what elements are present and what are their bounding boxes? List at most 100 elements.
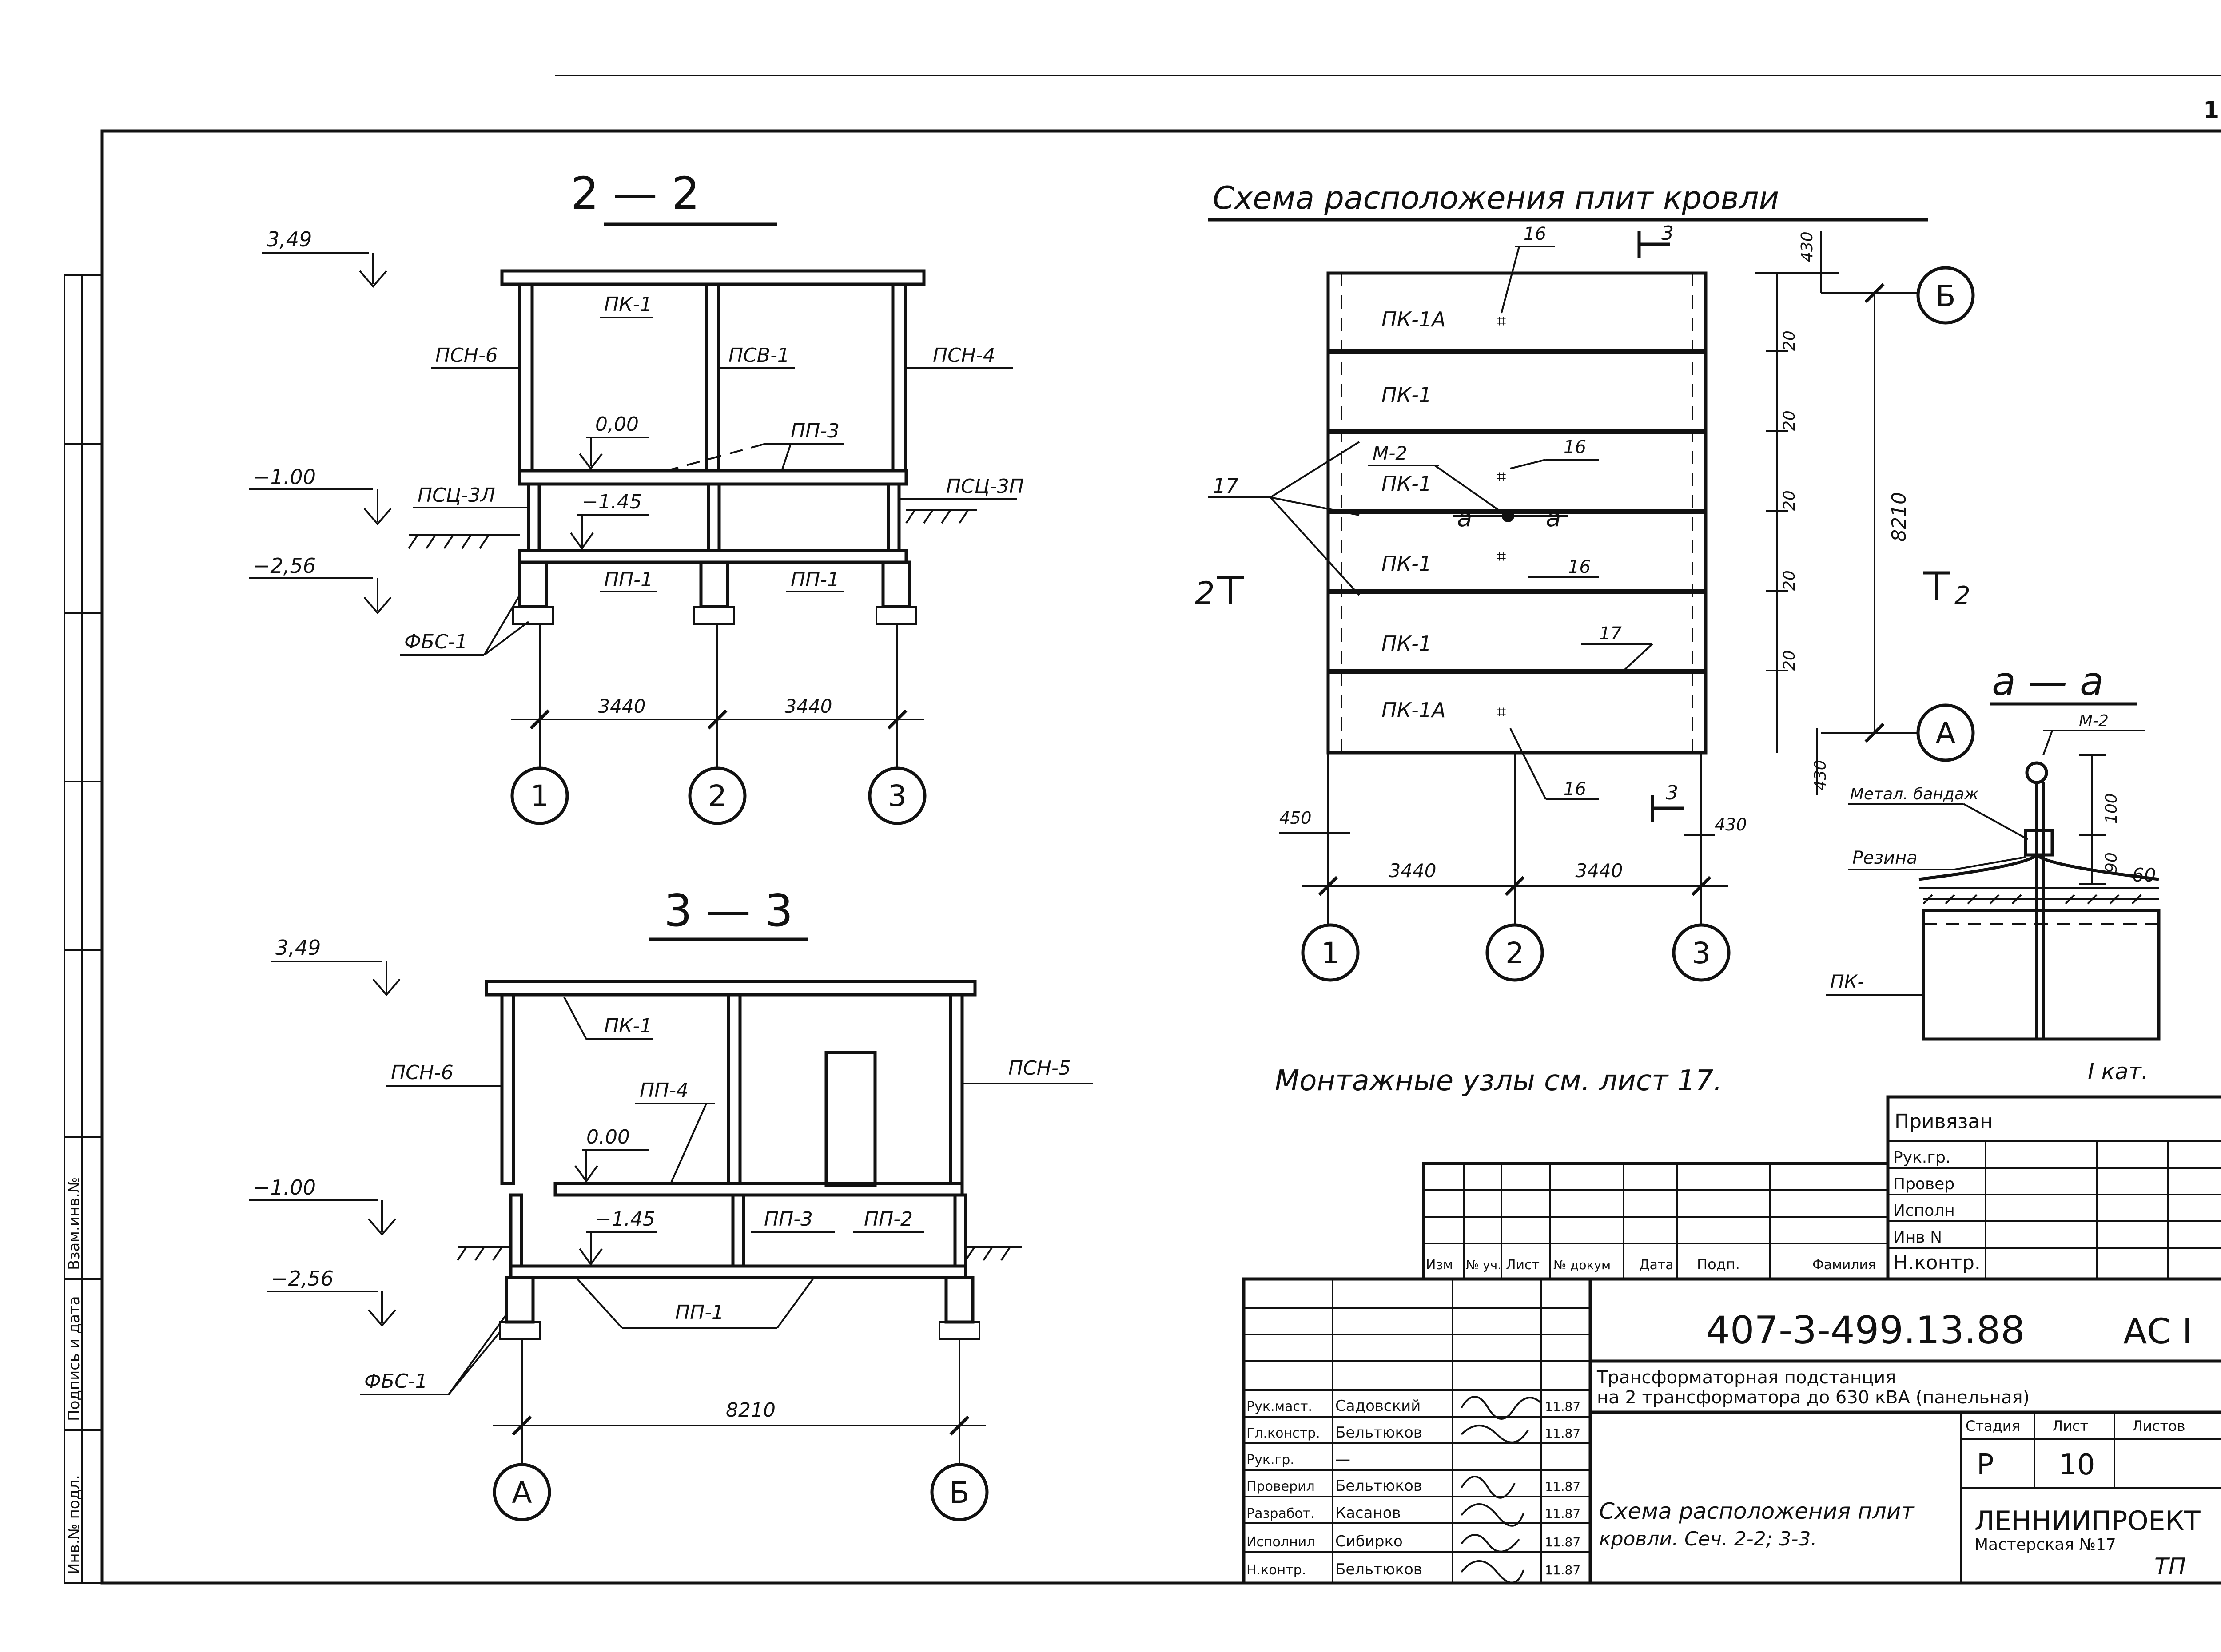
person-role-5: Разработ.: [1246, 1506, 1315, 1521]
label-pp1b-22: ПП-1: [791, 568, 840, 591]
montage-note: Монтажные узлы см. лист 17.: [1275, 1064, 1722, 1097]
detail-category: I кат.: [2088, 1059, 2149, 1084]
stamp-project-line1: Трансформаторная подстанция: [1596, 1367, 1896, 1388]
plan-dim-430-right: 430: [1715, 815, 1747, 834]
plan-m2: М-2: [1373, 442, 1407, 464]
plan-tag-16-bottom: 16: [1564, 779, 1586, 799]
plan-axis-2: 2: [1505, 936, 1524, 970]
signature-icon: [1461, 1503, 1524, 1527]
elev-minus256-33: −2,56: [271, 1267, 334, 1291]
elev-000-22: 0,00: [595, 413, 639, 436]
stamp-org-2: Мастерская №17: [1974, 1536, 2116, 1554]
elev-minus256-22: −2,56: [253, 554, 316, 578]
rev-header-doc: № докум: [1553, 1258, 1611, 1272]
plan-gap-4: 20: [1780, 570, 1799, 591]
axis-b-33: Б: [949, 1476, 969, 1510]
plan-dim-430-bottom: 430: [1811, 760, 1830, 790]
approval-inventory: Инв N: [1893, 1228, 1942, 1247]
elev-000-33: 0.00: [586, 1126, 630, 1148]
person-role-1: Рук.маст.: [1246, 1399, 1312, 1414]
stamp-sheets-header: Листов: [2132, 1418, 2185, 1434]
plan-axis-3: 3: [1692, 936, 1711, 970]
section-2-2: 2 — 2 3,49 −1.00 −2,56: [249, 167, 1024, 825]
rev-header-sign: Подп.: [1697, 1256, 1740, 1273]
label-psv1-22: ПСВ-1: [728, 344, 790, 367]
person-role-2: Гл.констр.: [1246, 1426, 1320, 1441]
plan-gap-5: 20: [1780, 650, 1799, 671]
plan-cut-a-right: а: [1546, 504, 1561, 532]
plan-axis-1: 1: [1321, 936, 1340, 970]
strip-cell-inventory: Инв.№ подл.: [65, 1475, 83, 1574]
detail-dim-100: 100: [2102, 793, 2121, 824]
person-date-4: 11.87: [1545, 1479, 1580, 1494]
axis-2-22: 2: [708, 779, 727, 813]
elev-top-33: 3,49: [275, 936, 321, 960]
person-name-7: Бельтюков: [1335, 1561, 1422, 1578]
loop-icon: ⌗: [1497, 468, 1506, 486]
person-role-6: Исполнил: [1246, 1534, 1315, 1550]
label-pp1-33: ПП-1: [675, 1301, 724, 1324]
label-pk1-22: ПК-1: [604, 293, 652, 316]
axis-a-33: А: [512, 1476, 532, 1510]
detail-a-a: а — а М-2 Метал. бандаж Резина 100 90 60…: [1826, 659, 2161, 1084]
plan-sec-right: 2: [1954, 581, 1970, 610]
stamp-drawing-title-1: Схема расположения плит: [1599, 1498, 1915, 1524]
title-block: Привязан Рук.гр. Провер Исполн Инв N Н.к…: [1242, 1095, 2221, 1585]
plan-tag-17-right: 17: [1599, 623, 1622, 644]
person-name-3: —: [1335, 1450, 1350, 1468]
stamp-project-line2: на 2 трансформатора до 630 кВА (панельна…: [1597, 1387, 2030, 1408]
person-role-4: Проверил: [1246, 1479, 1315, 1494]
person-role-3: Рук.гр.: [1246, 1452, 1294, 1468]
stamp-sheet-header: Лист: [2052, 1418, 2088, 1434]
plan-slab-6: ПК-1А: [1381, 698, 1446, 722]
stamp-sheet: 10: [2059, 1449, 2095, 1481]
label-fbs1-22: ФБС-1: [404, 631, 468, 653]
roof-slab-plan: Схема расположения плит кровли ПК-1А ПК-…: [1195, 180, 1975, 1097]
elev-minus100-33: −1.00: [253, 1175, 316, 1199]
dim-33: 8210: [726, 1399, 776, 1422]
person-name-1: Садовский: [1335, 1397, 1421, 1415]
stamp-stage: Р: [1977, 1449, 1994, 1481]
label-pp4-33: ПП-4: [640, 1079, 689, 1102]
label-pp3-22: ПП-3: [791, 420, 840, 442]
plan-dim-430-top: 430: [1798, 231, 1816, 262]
elev-minus145-33: −1.45: [595, 1208, 655, 1231]
page-number: 13: [2203, 97, 2221, 123]
person-name-4: Бельтюков: [1335, 1477, 1422, 1495]
plan-sec-left: 2: [1195, 575, 1215, 612]
rev-header-num: № уч.: [1466, 1258, 1501, 1272]
plan-title: Схема расположения плит кровли: [1213, 180, 1779, 216]
label-pp2-33: ПП-2: [864, 1208, 913, 1231]
label-psn6-22: ПСН-6: [435, 344, 498, 367]
stamp-org-1: ЛЕННИИПРОЕКТ: [1974, 1505, 2201, 1537]
plan-sec-bottom: 3: [1666, 782, 1678, 804]
plan-dim-8210: 8210: [1888, 492, 1911, 542]
signature-icon: [1461, 1560, 1524, 1584]
left-strip: Взам.инв.№ Подпись и дата Инв.№ подл.: [64, 274, 103, 1584]
person-name-5: Касанов: [1335, 1504, 1401, 1522]
dim-right-22: 3440: [785, 695, 832, 717]
strip-cell-signature: Подпись и дата: [65, 1296, 83, 1421]
strip-cell-replacement: Взам.инв.№: [65, 1177, 83, 1270]
person-name-2: Бельтюков: [1335, 1424, 1422, 1442]
elev-minus145-22: −1.45: [582, 491, 642, 513]
stamp-drawing-title-2: кровли. Сеч. 2-2; 3-3.: [1599, 1528, 1817, 1550]
stamp-mark: АС I: [2123, 1312, 2193, 1352]
person-date-7: 11.87: [1545, 1563, 1580, 1577]
label-psn5-33: ПСН-5: [1008, 1057, 1071, 1080]
person-name-6: Сибирко: [1335, 1533, 1403, 1550]
label-pk1-33: ПК-1: [604, 1015, 652, 1037]
elev-minus100-22: −1.00: [253, 465, 316, 489]
rev-header-name: Фамилия: [1812, 1257, 1876, 1273]
plan-tag-16-top: 16: [1524, 224, 1546, 244]
person-date-2: 11.87: [1545, 1426, 1580, 1441]
plan-slab-5: ПК-1: [1381, 631, 1432, 655]
detail-m2: М-2: [2079, 712, 2109, 730]
label-fbs1-33: ФБС-1: [364, 1370, 428, 1393]
section-3-3: 3 — 3 3,49 −1.00 −2,56: [249, 885, 1093, 1521]
dim-left-22: 3440: [598, 695, 646, 717]
stamp-stage-header: Стадия: [1966, 1418, 2020, 1434]
detail-title: а — а: [1992, 659, 2104, 704]
plan-dim-right: 3440: [1576, 860, 1623, 882]
plan-slab-1: ПК-1А: [1381, 307, 1446, 331]
